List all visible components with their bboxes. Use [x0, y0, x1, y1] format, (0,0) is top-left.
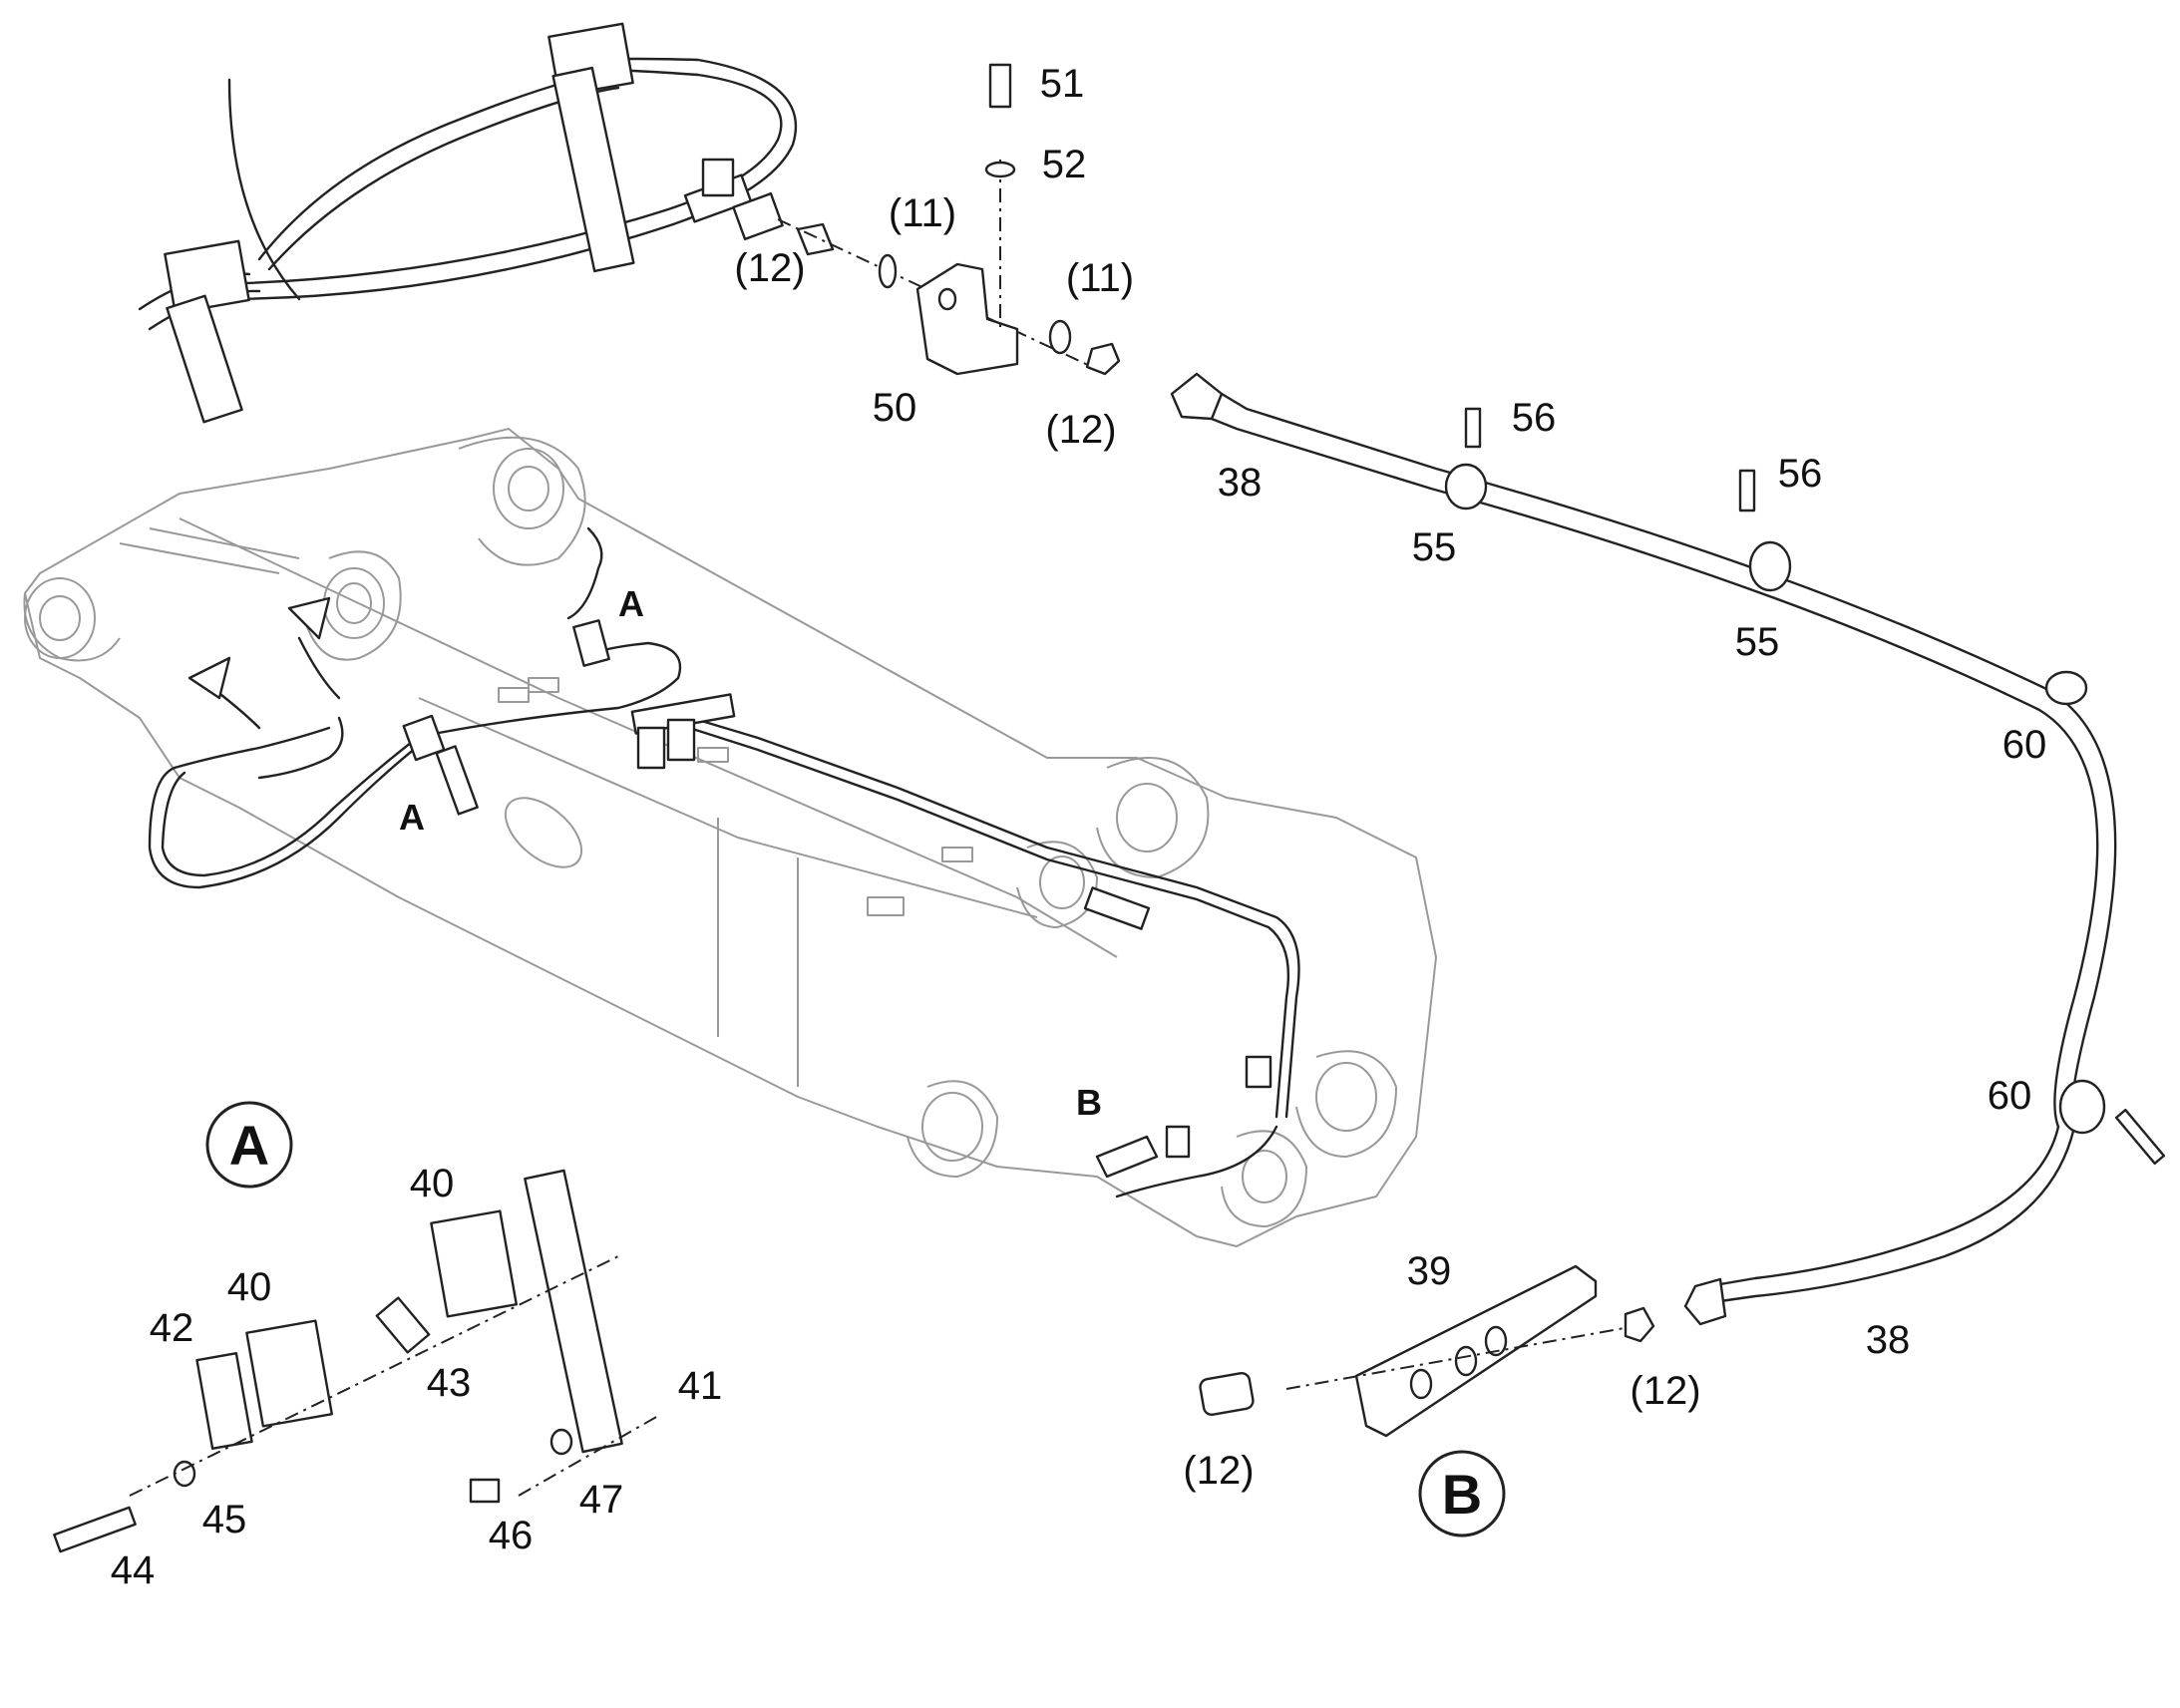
detail-a-label: A [229, 1114, 269, 1177]
screw-56b [1738, 469, 1756, 512]
callout-40-lower: 40 [227, 1265, 272, 1309]
callout-38-upper: 38 [1218, 461, 1263, 505]
callout-45: 45 [202, 1498, 247, 1541]
callout-40-upper: 40 [410, 1162, 455, 1205]
callout-50: 50 [873, 386, 917, 430]
view-marker-a-upper: A [618, 583, 644, 624]
callout-12-lower-left: (12) [1183, 1449, 1254, 1493]
detail-b-circle [1418, 1450, 1506, 1537]
detail-b-parts [1199, 1264, 1655, 1438]
washer-47 [549, 1428, 573, 1456]
plate-41 [524, 1169, 623, 1454]
callout-52: 52 [1042, 143, 1087, 186]
detail-b-label: B [1442, 1463, 1482, 1526]
callout-12-lower-right: (12) [1630, 1369, 1700, 1413]
callout-55-right: 55 [1735, 620, 1780, 664]
spacer-43 [375, 1296, 431, 1354]
screw-51 [988, 63, 1012, 109]
callout-56-right: 56 [1778, 452, 1823, 496]
clamps-55-56 [1444, 407, 2166, 1166]
nut-12b [1085, 342, 1121, 376]
clamp-55a [1444, 463, 1488, 511]
callout-41: 41 [678, 1364, 723, 1408]
hose-38-upper [1170, 372, 2117, 1326]
callout-43: 43 [427, 1361, 472, 1405]
clamp-half-40a [245, 1319, 334, 1428]
detail-a-circle [205, 1101, 293, 1189]
fitting-12d [1199, 1371, 1255, 1417]
detail-a-parts [53, 1169, 659, 1553]
boom-arm [23, 428, 1437, 1247]
nut-12c [1624, 1306, 1655, 1343]
callout-51: 51 [1040, 62, 1085, 106]
callout-12-upper-left: (12) [734, 246, 805, 290]
clamp-half-40b [430, 1209, 519, 1318]
callout-60-lower: 60 [1988, 1074, 2032, 1118]
plate-42 [195, 1352, 253, 1450]
callout-39: 39 [1407, 1249, 1452, 1293]
clamp-55b [1748, 540, 1792, 592]
callout-46: 46 [489, 1514, 534, 1557]
callout-38-lower: 38 [1866, 1318, 1911, 1362]
callout-42: 42 [150, 1306, 194, 1350]
screw-56a [1464, 407, 1482, 449]
bracket-50-group [777, 63, 1121, 376]
o-ring-11b [1048, 319, 1072, 355]
bolt-46 [469, 1478, 501, 1504]
o-ring-11a [878, 253, 898, 289]
clamp-60a [2044, 670, 2088, 706]
callout-12-upper-right: (12) [1045, 408, 1116, 452]
view-marker-b: B [1076, 1082, 1102, 1123]
bolt-44 [53, 1506, 137, 1553]
callout-55-left: 55 [1412, 525, 1457, 569]
callout-44: 44 [111, 1548, 156, 1592]
view-marker-a-lower: A [399, 797, 425, 838]
callout-11-upper: (11) [889, 191, 956, 235]
callout-60-upper: 60 [2002, 723, 2047, 767]
callout-47: 47 [579, 1478, 624, 1522]
bracket-39 [1354, 1264, 1598, 1438]
boom-fittings [187, 596, 1272, 1179]
callout-56-left: 56 [1512, 396, 1557, 440]
washer-52 [984, 161, 1016, 178]
clamp-60b [2058, 1079, 2106, 1135]
bracket-50 [915, 262, 1019, 376]
top-left-hose-assembly [138, 22, 798, 424]
callout-11-right: (11) [1066, 256, 1134, 300]
